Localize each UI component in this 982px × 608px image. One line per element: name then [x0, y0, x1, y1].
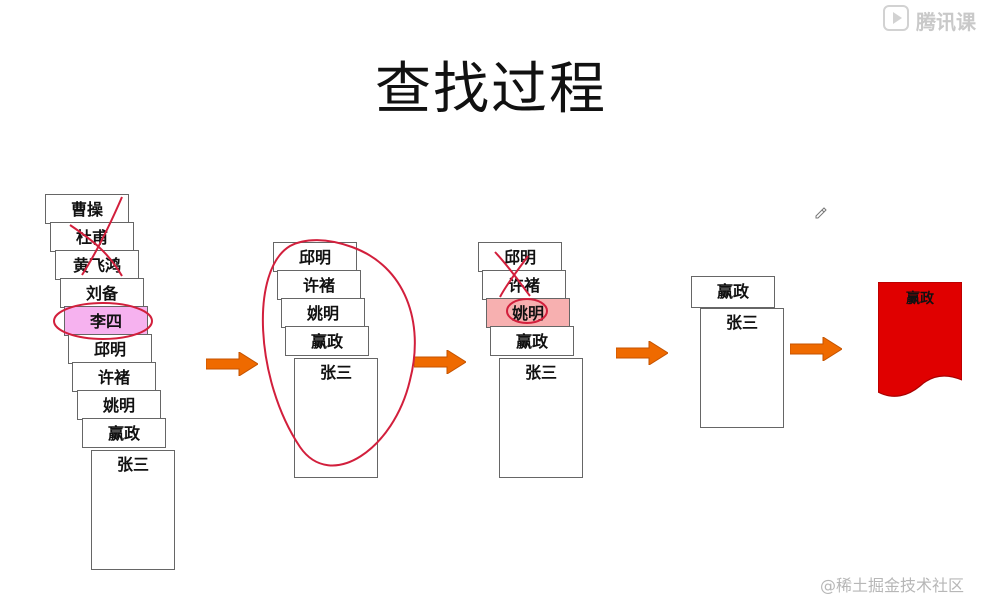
- stage2-card-label: 张三: [319, 363, 352, 382]
- stage2-card: 姚明: [281, 298, 365, 328]
- stage1-card-label: 杜甫: [75, 228, 108, 247]
- stage3-card-label: 姚明: [511, 304, 544, 323]
- stage2-card-label: 邱明: [298, 248, 331, 267]
- flow-arrow-icon: [790, 337, 842, 361]
- stage1-card: 黄飞鸿: [55, 250, 139, 280]
- pencil-cursor-icon: [814, 205, 828, 219]
- result-card: 赢政: [877, 281, 963, 402]
- stage1-card-label: 赢政: [107, 424, 140, 443]
- stage1-card: 许褚: [72, 362, 156, 392]
- stage1-highlight-card: 李四: [64, 306, 148, 336]
- page-title: 查找过程: [375, 57, 607, 122]
- flow-arrow-icon: [206, 352, 258, 376]
- result-card-label: 赢政: [906, 291, 934, 307]
- flow-arrow-icon: [616, 341, 668, 365]
- stage4-card-label: 赢政: [716, 282, 749, 301]
- stage1-card: 邱明: [68, 334, 152, 364]
- stage3-card: 赢政: [490, 326, 574, 356]
- brand-text: 腾讯课: [916, 10, 976, 34]
- stage4-card: 张三: [700, 308, 784, 428]
- brand-logo: 腾讯课: [882, 4, 976, 37]
- stage1-card-label: 曹操: [70, 200, 103, 219]
- stage2-card: 赢政: [285, 326, 369, 356]
- stage4-card: 赢政: [691, 276, 775, 308]
- stage3-card: 邱明: [478, 242, 562, 272]
- stage2-card-label: 许褚: [302, 276, 335, 295]
- watermark: @稀土掘金技术社区: [819, 576, 964, 595]
- stage3-card-label: 张三: [524, 363, 557, 382]
- stage1-card-label: 许褚: [97, 368, 130, 387]
- stage3-highlight-card: 姚明: [486, 298, 570, 328]
- stage2-card-label: 姚明: [306, 304, 339, 323]
- play-logo-icon: [882, 4, 910, 37]
- stage3-card-label: 赢政: [515, 332, 548, 351]
- stage1-card: 刘备: [60, 278, 144, 308]
- stage1-card-label: 张三: [116, 455, 149, 474]
- stage1-card: 杜甫: [50, 222, 134, 252]
- stage1-card-label: 李四: [89, 312, 122, 331]
- stage1-card-label: 黄飞鸿: [72, 256, 121, 275]
- stage1-card: 姚明: [77, 390, 161, 420]
- stage2-card-label: 赢政: [310, 332, 343, 351]
- stage1-card: 赢政: [82, 418, 166, 448]
- flow-arrow-icon: [414, 350, 466, 374]
- stage3-card-label: 许褚: [507, 276, 540, 295]
- stage1-card-label: 邱明: [93, 340, 126, 359]
- stage2-card: 张三: [294, 358, 378, 478]
- stage3-card: 许褚: [482, 270, 566, 300]
- stage1-card: 张三: [91, 450, 175, 570]
- result-card-shape: [877, 281, 963, 397]
- stage1-card-label: 刘备: [85, 284, 118, 303]
- stage2-card: 邱明: [273, 242, 357, 272]
- stage4-card-label: 张三: [725, 313, 758, 332]
- stage1-card-label: 姚明: [102, 396, 135, 415]
- stage3-card-label: 邱明: [503, 248, 536, 267]
- stage2-card: 许褚: [277, 270, 361, 300]
- stage3-card: 张三: [499, 358, 583, 478]
- stage1-card: 曹操: [45, 194, 129, 224]
